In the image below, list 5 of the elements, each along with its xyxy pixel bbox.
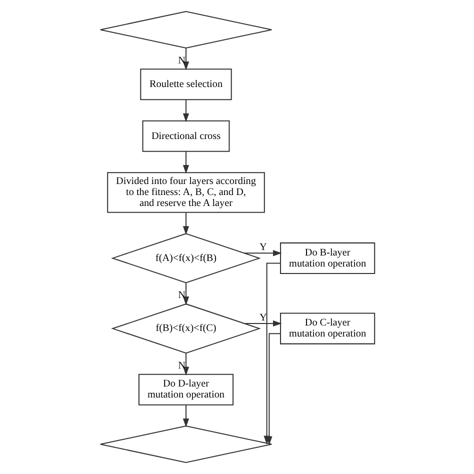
edge-label: N: [178, 55, 185, 66]
edge-label: Y: [259, 312, 266, 324]
edge-label: Y: [259, 242, 266, 254]
edge-label: N: [178, 290, 185, 302]
edge-label: N: [178, 360, 185, 372]
